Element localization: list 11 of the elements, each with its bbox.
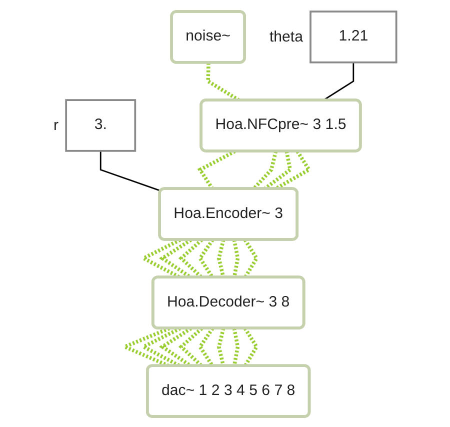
connector	[252, 150, 278, 190]
side-label: theta	[270, 28, 304, 46]
node-box: 1.21	[310, 10, 398, 63]
connector	[322, 62, 354, 101]
connector	[217, 327, 226, 366]
connector	[100, 150, 162, 192]
connector	[217, 238, 226, 278]
node-box: 3.	[65, 98, 136, 152]
side-label: r	[54, 116, 59, 134]
connector	[232, 239, 240, 278]
connector	[232, 328, 240, 366]
